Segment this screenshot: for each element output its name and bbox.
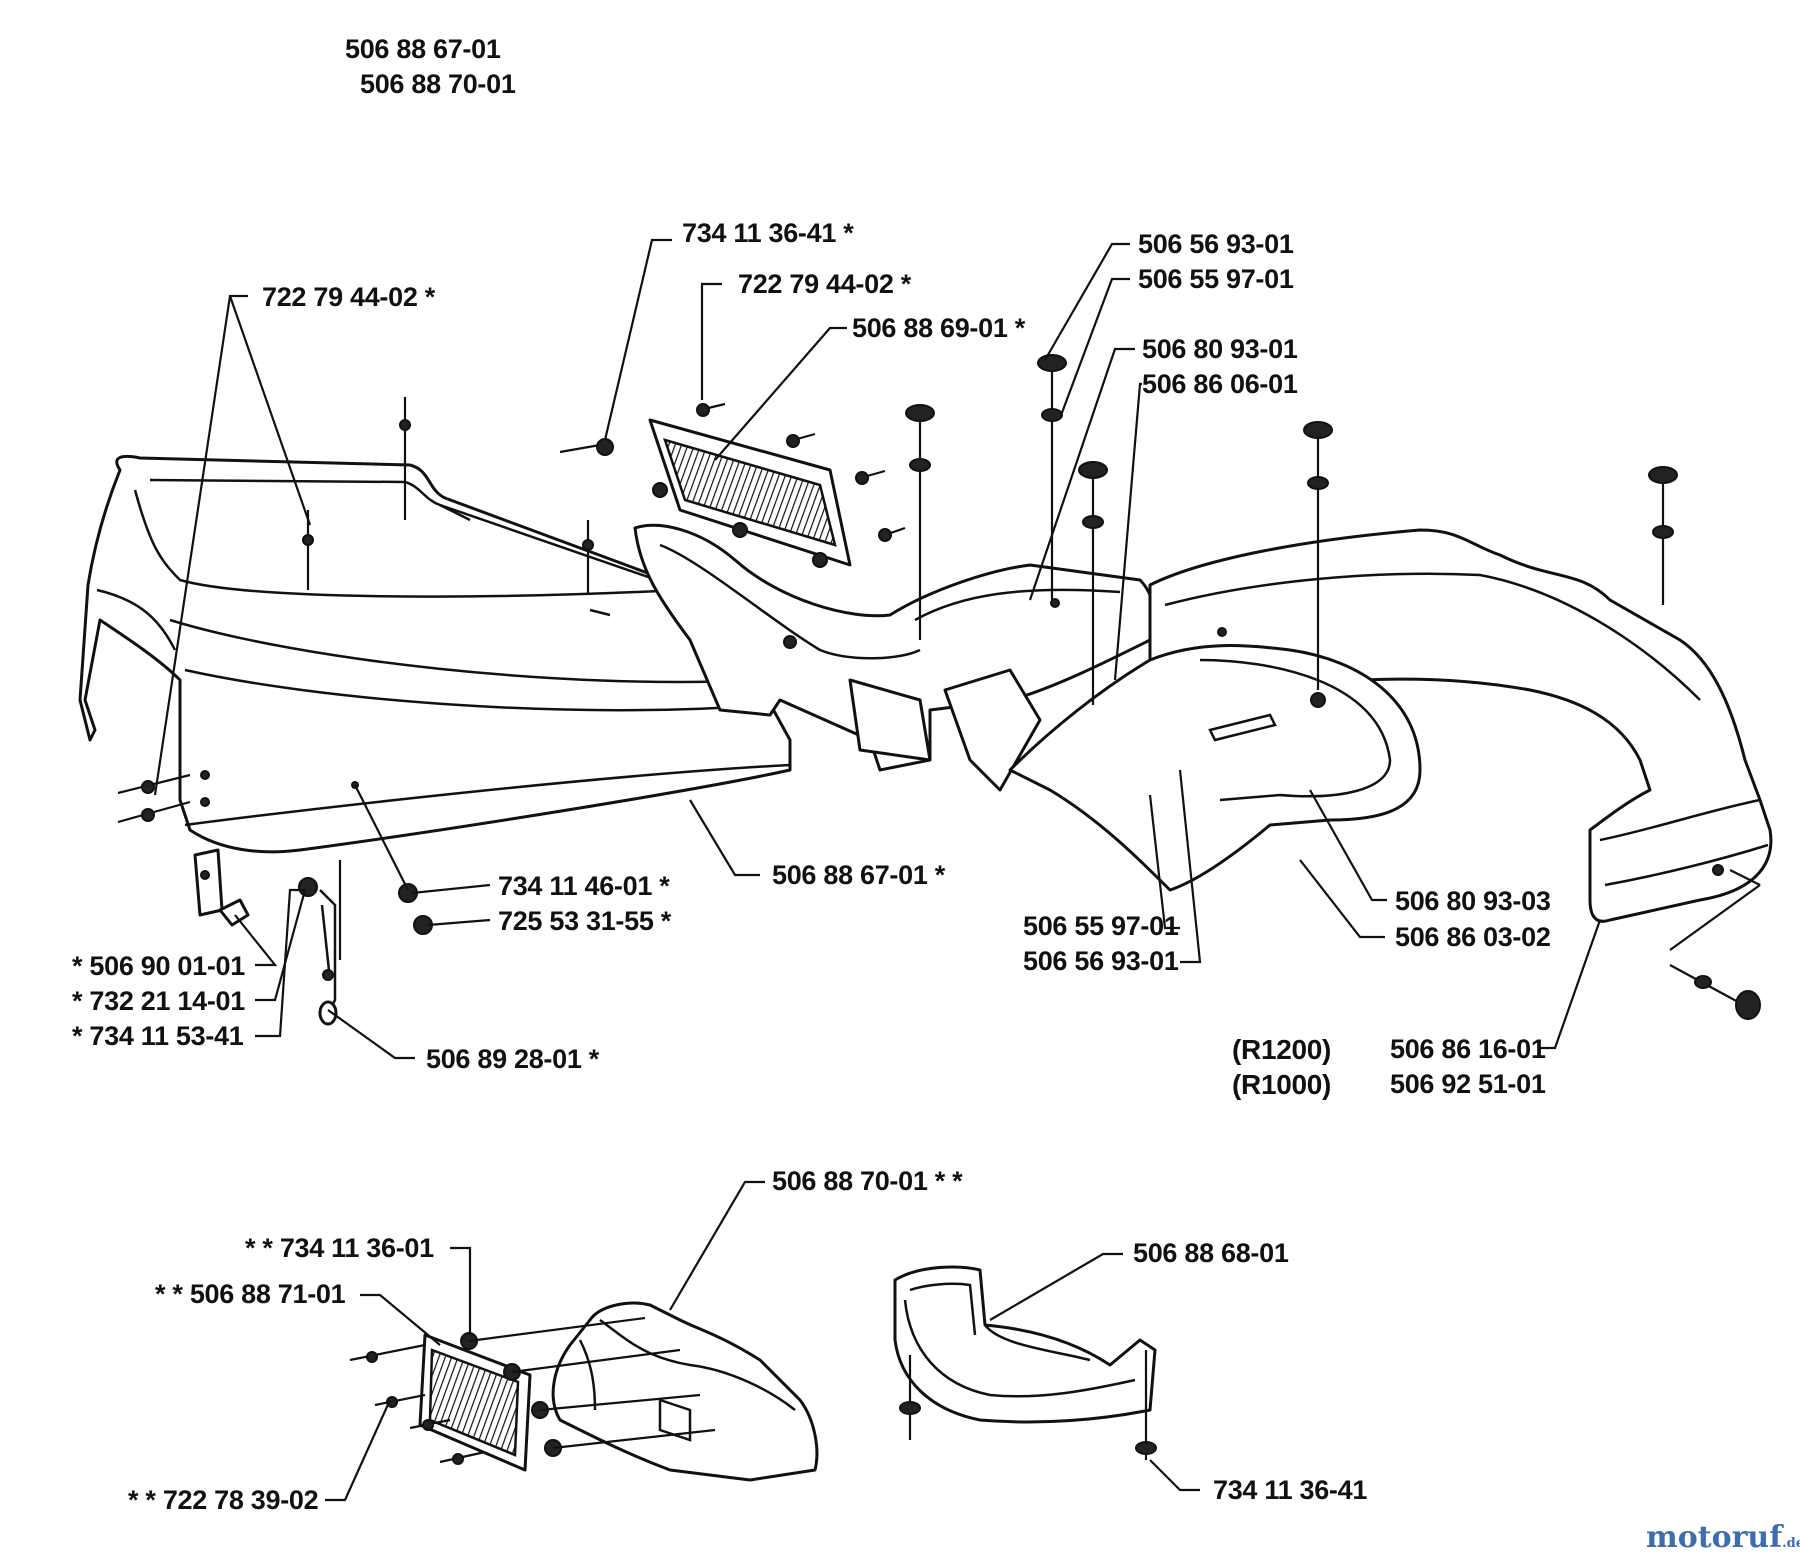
label-506-55-97-01-low: 506 55 97-01 (1023, 911, 1179, 941)
label-506-56-93-01-low: 506 56 93-01 (1023, 946, 1179, 976)
grille-part (559, 402, 906, 568)
label-722-79-44-02-left: 722 79 44-02 * (262, 282, 435, 312)
watermark-suffix: .de (1782, 1536, 1800, 1551)
watermark-logo: motoruf.de (1646, 1520, 1800, 1555)
label-734-11-46-01: 734 11 46-01 * (498, 871, 670, 901)
header-part-number-2: 506 88 70-01 (360, 69, 516, 99)
label-722-78-39-02: * * 722 78 39-02 (128, 1485, 319, 1515)
label-734-11-36-01: * * 734 11 36-01 (245, 1233, 434, 1263)
body-shell-part (78, 397, 792, 854)
label-725-53-31-55: 725 53 31-55 * (498, 906, 671, 936)
center-console-part (633, 523, 1156, 792)
label-732-21-14-01: * 732 21 14-01 (72, 986, 245, 1016)
label-506-88-67-01: 506 88 67-01 * (772, 860, 945, 890)
leader-lines (153, 238, 1761, 1502)
label-734-11-53-41: * 734 11 53-41 (72, 1021, 244, 1051)
label-734-11-36-41-top: 734 11 36-41 * (682, 218, 854, 248)
label-506-86-16-01: 506 86 16-01 (1390, 1034, 1546, 1064)
label-506-86-06-01: 506 86 06-01 (1142, 369, 1298, 399)
knob-screws (117, 354, 1761, 1020)
label-506-88-70-01: 506 88 70-01 * * (772, 1166, 963, 1196)
seat-tray-part (1008, 644, 1422, 892)
label-506-92-51-01: 506 92 51-01 (1390, 1069, 1546, 1099)
label-722-79-44-02-mid: 722 79 44-02 * (738, 269, 911, 299)
label-734-11-36-41-low: 734 11 36-41 (1213, 1475, 1368, 1505)
label-506-88-69-01: 506 88 69-01 * (852, 313, 1025, 343)
bracket-spring-part (193, 848, 342, 1026)
tray-part (893, 1265, 1157, 1460)
label-506-55-97-01-top: 506 55 97-01 (1138, 264, 1294, 294)
model-r1000: (R1000) (1232, 1069, 1332, 1100)
label-506-80-93-03: 506 80 93-03 (1395, 886, 1551, 916)
label-506-86-03-02: 506 86 03-02 (1395, 922, 1551, 952)
label-506-88-68-01: 506 88 68-01 (1133, 1238, 1289, 1268)
label-506-89-28-01: 506 89 28-01 * (426, 1044, 599, 1074)
label-506-56-93-01-top: 506 56 93-01 (1138, 229, 1294, 259)
bottom-cover-part (349, 1301, 819, 1482)
watermark-text: motoruf (1646, 1520, 1783, 1555)
fender-part (1148, 528, 1773, 923)
label-506-88-71-01: * * 506 88 71-01 (155, 1279, 346, 1309)
label-506-80-93-01: 506 80 93-01 (1142, 334, 1298, 364)
model-r1200: (R1200) (1232, 1034, 1332, 1065)
label-506-90-01-01: * 506 90 01-01 (72, 951, 245, 981)
header-part-number-1: 506 88 67-01 (345, 34, 501, 64)
